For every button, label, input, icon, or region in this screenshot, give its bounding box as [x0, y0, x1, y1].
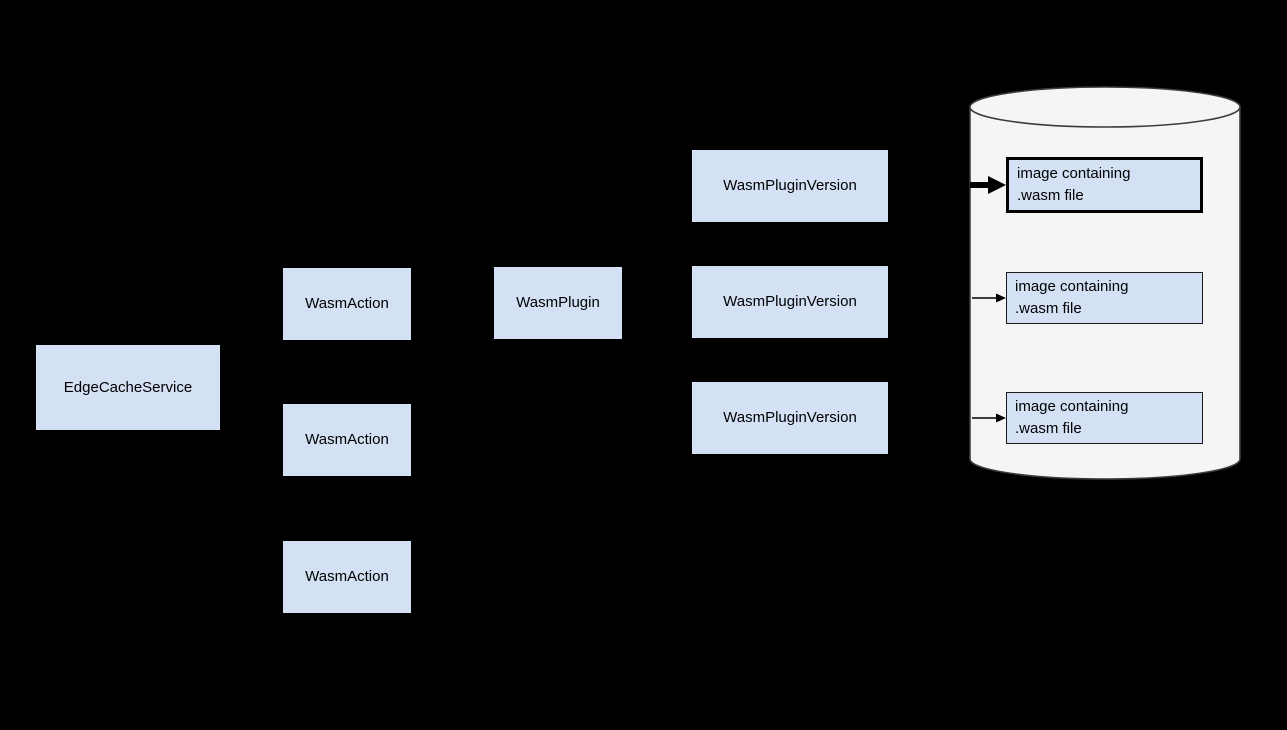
node-wasm-plugin-version-1[interactable]: WasmPluginVersion [692, 150, 888, 222]
node-wasm-plugin-version-2[interactable]: WasmPluginVersion [692, 266, 888, 338]
node-wasm-action-1[interactable]: WasmAction [283, 268, 411, 340]
node-wasm-action-2[interactable]: WasmAction [283, 404, 411, 476]
node-edge-cache-service[interactable]: EdgeCacheService [36, 345, 220, 430]
arrow-to-image-3 [972, 413, 1006, 423]
arrow-to-image-2 [972, 293, 1006, 303]
node-wasm-plugin[interactable]: WasmPlugin [494, 267, 622, 339]
storage-image-box-2[interactable]: image containing .wasm file [1006, 272, 1203, 324]
node-wasm-plugin-version-3[interactable]: WasmPluginVersion [692, 382, 888, 454]
node-wasm-action-3[interactable]: WasmAction [283, 541, 411, 613]
storage-image-box-1[interactable]: image containing .wasm file [1006, 157, 1203, 213]
storage-image-box-3[interactable]: image containing .wasm file [1006, 392, 1203, 444]
cylinder-top-ellipse [969, 86, 1241, 128]
arrow-to-image-1 [970, 176, 1006, 194]
